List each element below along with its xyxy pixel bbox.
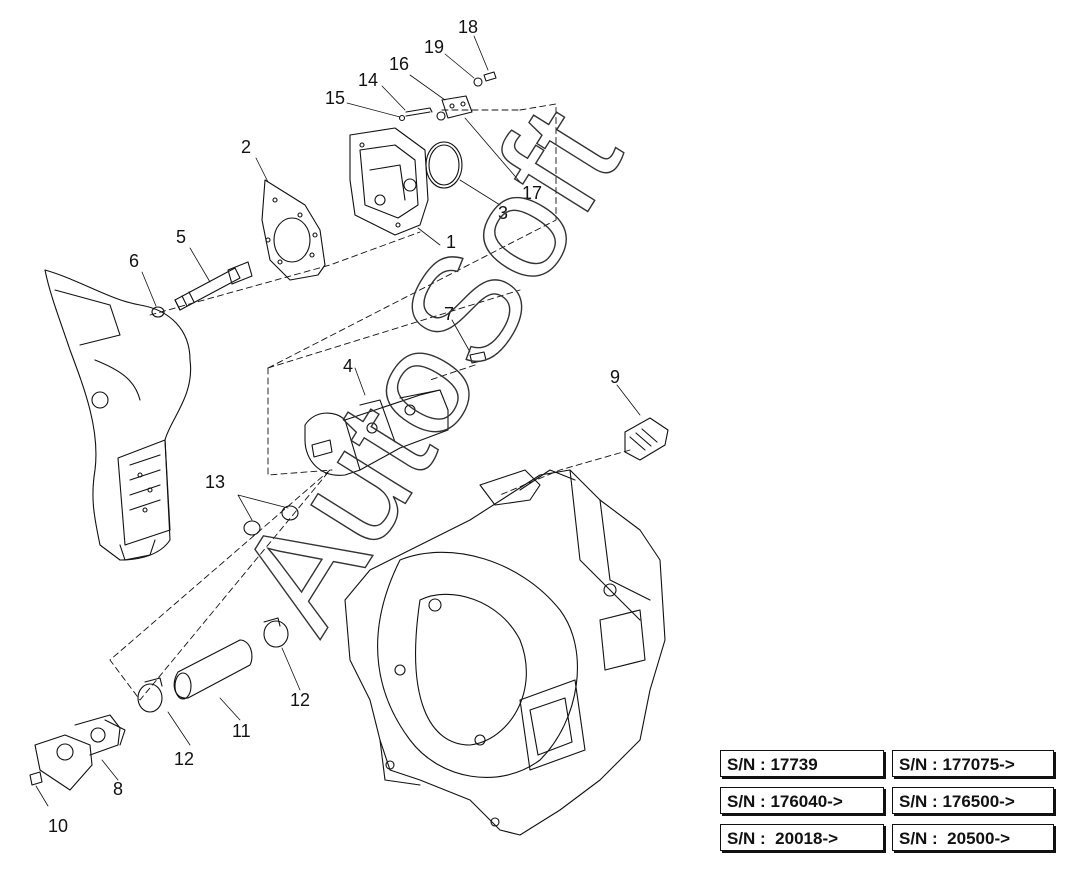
screw-part-10 bbox=[29, 771, 43, 786]
callout-4: 4 bbox=[343, 356, 353, 376]
o-ring-part-13a bbox=[243, 520, 261, 536]
callout-10: 10 bbox=[48, 816, 68, 836]
callout-6: 6 bbox=[129, 251, 139, 271]
callout-9: 9 bbox=[610, 367, 620, 387]
cover-plate-part-16 bbox=[441, 95, 473, 119]
gasket-part-2 bbox=[261, 179, 326, 281]
serial-number-cell: S/N : 20018-> bbox=[720, 824, 884, 851]
o-ring-part-17 bbox=[436, 111, 446, 121]
transmission-housing bbox=[344, 469, 666, 836]
callout-3: 3 bbox=[498, 203, 508, 223]
callout-5: 5 bbox=[176, 227, 186, 247]
washer-part-15 bbox=[398, 114, 406, 122]
o-ring-part-13b bbox=[281, 505, 299, 521]
leader-lines bbox=[35, 35, 641, 807]
tractor-housing-left bbox=[44, 269, 192, 561]
hose-clamp-part-12b bbox=[263, 617, 289, 648]
callout-12a: 12 bbox=[174, 749, 194, 769]
callout-15: 15 bbox=[325, 88, 345, 108]
callout-2: 2 bbox=[241, 137, 251, 157]
serial-number-cell: S/N : 177075-> bbox=[892, 750, 1054, 777]
callout-14: 14 bbox=[358, 70, 378, 90]
gear-pump-part-4 bbox=[304, 389, 449, 476]
callout-17: 17 bbox=[522, 183, 542, 203]
serial-number-cell: S/N : 17739 bbox=[720, 750, 884, 777]
serial-number-cell: S/N : 176500-> bbox=[892, 787, 1054, 814]
assembly-dashed-lines bbox=[109, 103, 631, 701]
callout-19: 19 bbox=[424, 37, 444, 57]
watermark-text: AutoSoft bbox=[205, 80, 652, 657]
callout-13: 13 bbox=[205, 472, 225, 492]
callout-8: 8 bbox=[113, 779, 123, 799]
callout-18: 18 bbox=[458, 17, 478, 37]
elbow-fitting-part-8 bbox=[34, 714, 126, 791]
pump-housing-part-1 bbox=[349, 127, 429, 236]
callout-7: 7 bbox=[444, 304, 454, 324]
o-ring-part-3 bbox=[425, 141, 463, 189]
o-ring-part-6 bbox=[151, 306, 165, 318]
shaft-part-5 bbox=[174, 261, 253, 311]
serial-number-cell: S/N : 20500-> bbox=[892, 824, 1054, 851]
serial-number-cell: S/N : 176040-> bbox=[720, 787, 884, 814]
callout-11: 11 bbox=[232, 721, 251, 741]
callout-1: 1 bbox=[446, 232, 456, 252]
callout-16: 16 bbox=[389, 54, 409, 74]
hose-part-11 bbox=[173, 639, 253, 700]
callout-labels: 1 2 3 4 5 6 7 8 9 10 11 12 12 13 14 15 1… bbox=[48, 17, 620, 836]
bolt-part-14 bbox=[405, 107, 433, 117]
bolt-part-7 bbox=[469, 351, 487, 364]
hose-clamp-part-12a bbox=[137, 677, 163, 713]
washer-part-19 bbox=[473, 77, 483, 87]
callout-12b: 12 bbox=[290, 690, 310, 710]
screw-part-18 bbox=[483, 71, 497, 82]
fitting-part-9 bbox=[624, 417, 669, 461]
